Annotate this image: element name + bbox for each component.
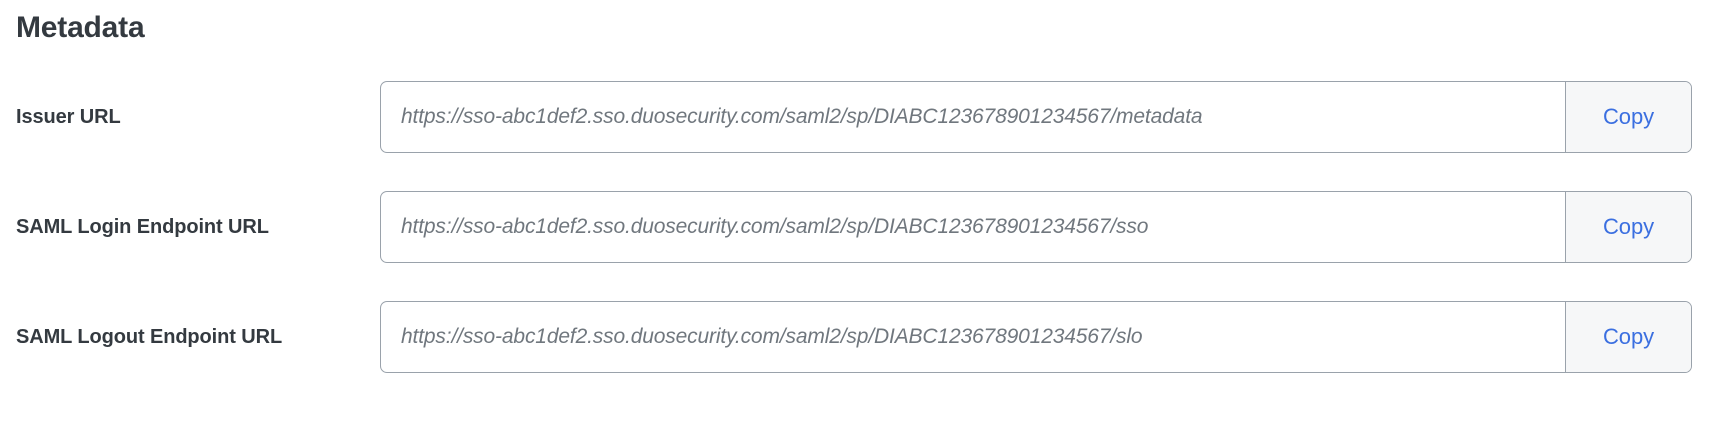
metadata-row-saml-logout-endpoint-url: SAML Logout Endpoint URL Copy [0, 282, 1726, 392]
metadata-row-saml-login-endpoint-url: SAML Login Endpoint URL Copy [0, 172, 1726, 282]
saml-logout-endpoint-url-label: SAML Logout Endpoint URL [16, 326, 283, 348]
saml-login-endpoint-url-label: SAML Login Endpoint URL [16, 216, 269, 238]
issuer-url-label: Issuer URL [16, 106, 121, 128]
copy-saml-logout-endpoint-url-button[interactable]: Copy [1565, 302, 1691, 372]
saml-logout-endpoint-url-input[interactable] [381, 302, 1565, 372]
page-title: Metadata [16, 11, 145, 44]
copy-saml-login-endpoint-url-button[interactable]: Copy [1565, 192, 1691, 262]
saml-login-endpoint-url-input[interactable] [381, 192, 1565, 262]
issuer-url-input[interactable] [381, 82, 1565, 152]
copy-issuer-url-button[interactable]: Copy [1565, 82, 1691, 152]
metadata-row-issuer-url: Issuer URL Copy [0, 62, 1726, 172]
issuer-url-input-group: Copy [380, 81, 1692, 153]
saml-login-endpoint-url-input-group: Copy [380, 191, 1692, 263]
saml-logout-endpoint-url-input-group: Copy [380, 301, 1692, 373]
metadata-field-list: Issuer URL Copy SAML Login Endpoint URL … [0, 62, 1726, 392]
